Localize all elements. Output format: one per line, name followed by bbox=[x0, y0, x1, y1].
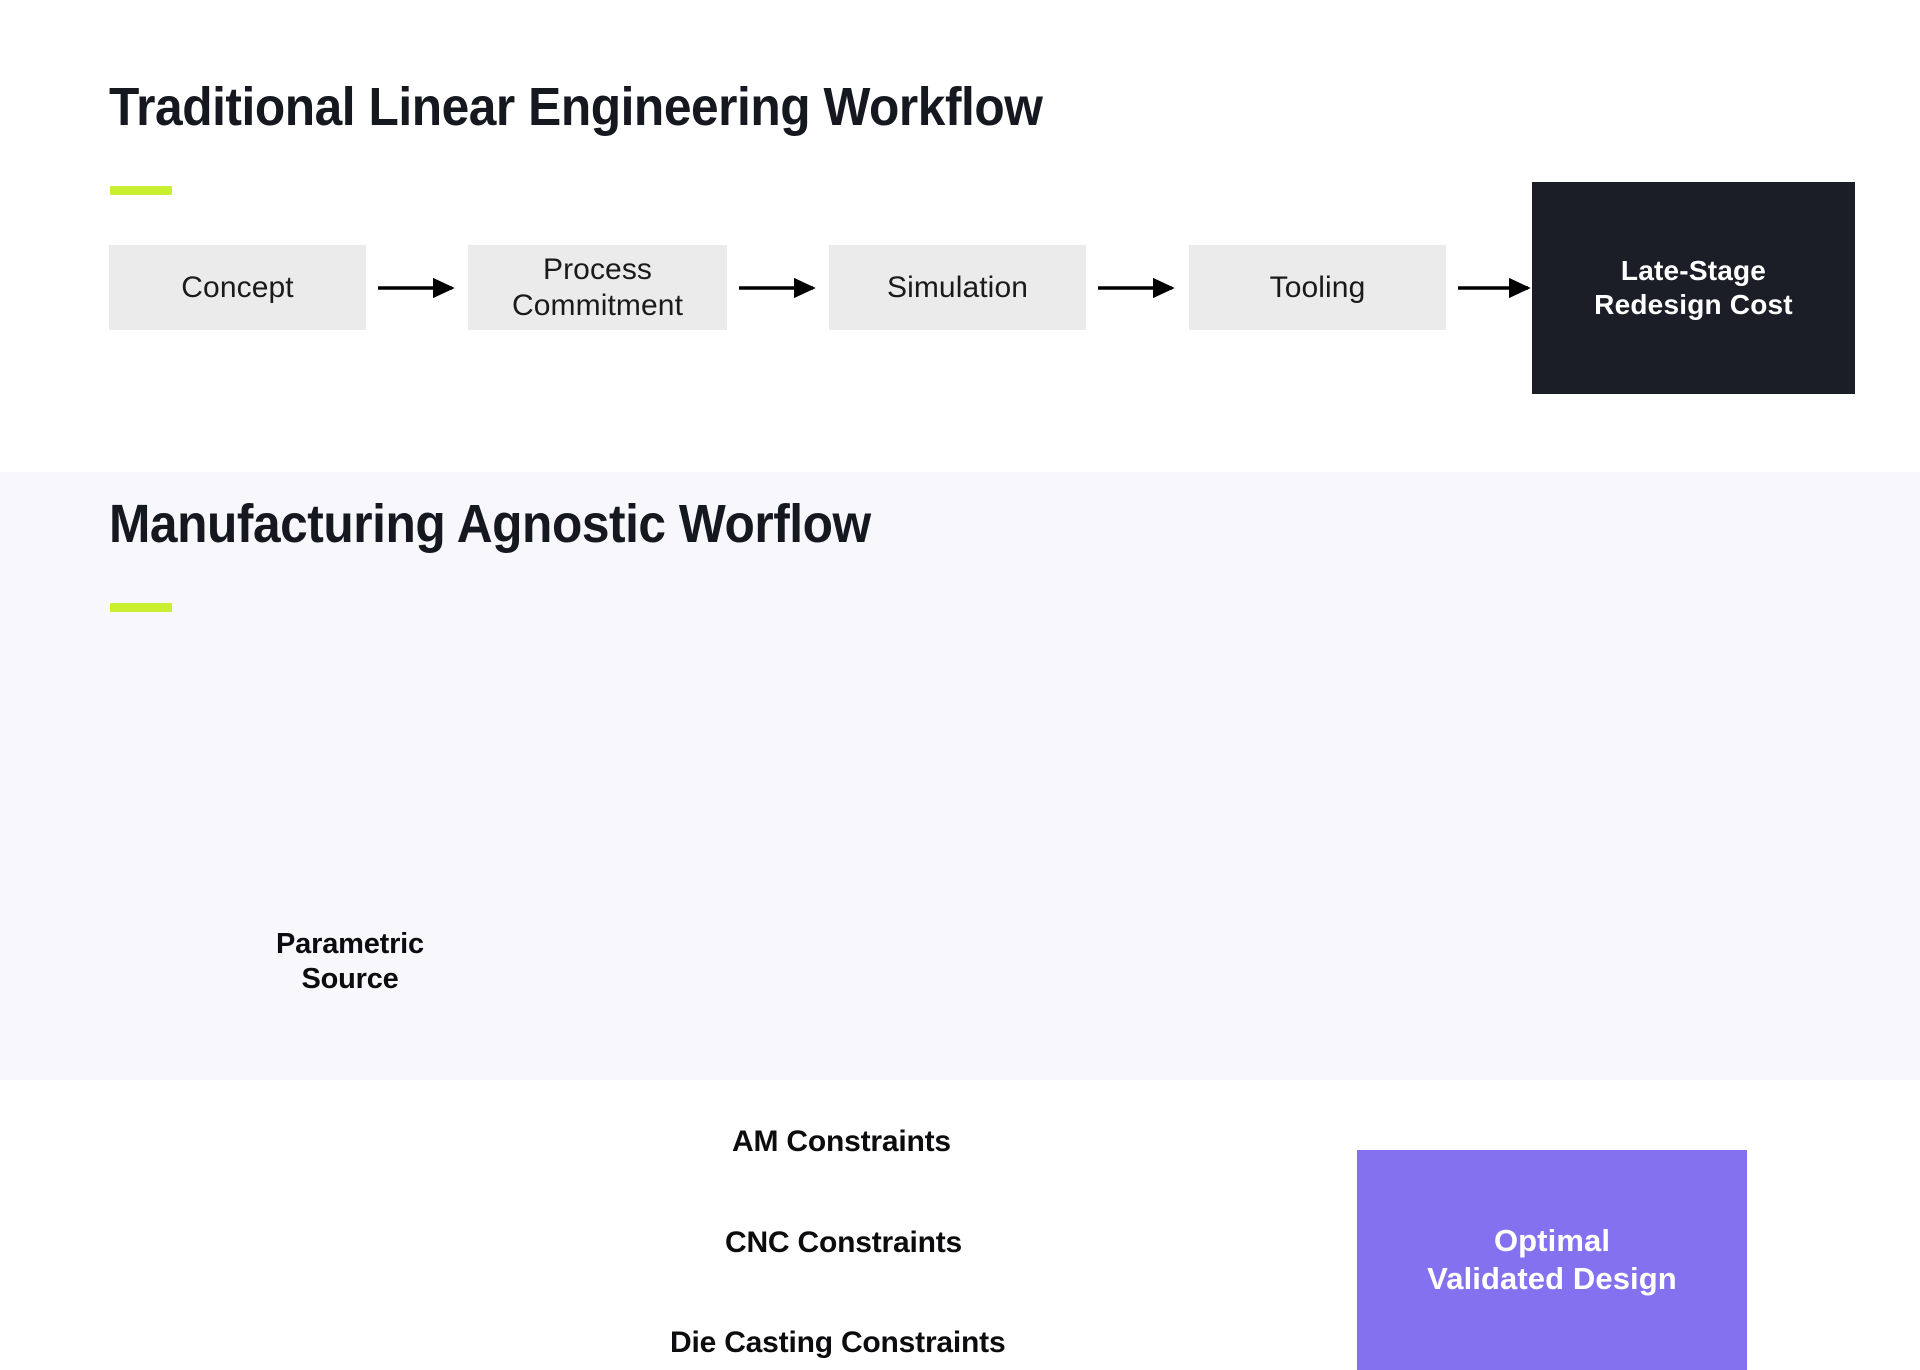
traditional-workflow-section: Traditional Linear Engineering Workflow … bbox=[0, 0, 1920, 472]
flow-outcome-optimal-validated-design[interactable]: Optimal Validated Design bbox=[1357, 1150, 1747, 1370]
constraint-label-am[interactable]: AM Constraints bbox=[732, 1125, 951, 1158]
flow-step-simulation[interactable]: Simulation bbox=[829, 245, 1086, 330]
outcome-label-line2: Validated Design bbox=[1427, 1261, 1677, 1296]
flow-step-label-line1: Process bbox=[542, 253, 653, 287]
flow-step-label: Concept bbox=[181, 270, 294, 304]
outcome-label-line1: Optimal bbox=[1493, 1223, 1611, 1259]
flow-step-label: Tooling bbox=[1269, 270, 1366, 304]
flow-step-label-line2: Commitment bbox=[511, 288, 684, 322]
constraint-label-die-casting[interactable]: Die Casting Constraints bbox=[670, 1326, 1006, 1359]
flow-step-label: Simulation bbox=[886, 270, 1029, 304]
page-title-traditional: Traditional Linear Engineering Workflow bbox=[109, 77, 1043, 137]
flow-outcome-label-line1: Late-Stage bbox=[1620, 254, 1767, 286]
page-title-agnostic: Manufacturing Agnostic Worflow bbox=[109, 494, 871, 554]
parametric-source-caption: Parametric Source bbox=[255, 927, 445, 998]
parametric-source-line1: Parametric bbox=[276, 928, 424, 960]
flow-step-process-commitment[interactable]: Process Commitment bbox=[468, 245, 727, 330]
accent-bar-lime-bottom bbox=[110, 603, 172, 612]
parametric-source-line2: Source bbox=[301, 963, 399, 996]
flow-outcome-late-stage-redesign-cost[interactable]: Late-Stage Redesign Cost bbox=[1532, 182, 1855, 394]
flow-step-tooling[interactable]: Tooling bbox=[1189, 245, 1446, 330]
flow-outcome-label-line2: Redesign Cost bbox=[1594, 289, 1793, 320]
accent-bar-lime-top bbox=[110, 186, 172, 195]
flow-step-concept[interactable]: Concept bbox=[109, 245, 366, 330]
constraint-label-cnc[interactable]: CNC Constraints bbox=[725, 1226, 963, 1259]
agnostic-workflow-section: Manufacturing Agnostic Worflow bbox=[0, 472, 1920, 1370]
